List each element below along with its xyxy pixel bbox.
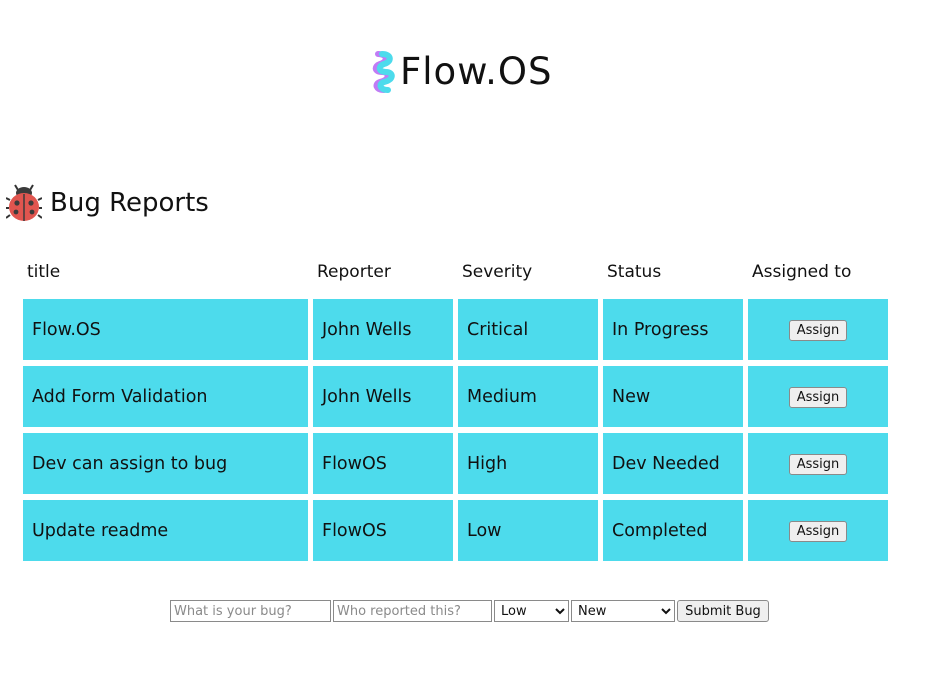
- bug-assign-cell: Assign: [748, 500, 888, 561]
- new-bug-form: Low New Submit Bug: [170, 600, 769, 622]
- bug-assign-cell: Assign: [748, 366, 888, 427]
- reporter-input[interactable]: [333, 600, 492, 622]
- bug-assign-cell: Assign: [748, 433, 888, 494]
- bug-reporter-cell: FlowOS: [313, 433, 453, 494]
- bug-status-cell: Dev Needed: [603, 433, 743, 494]
- column-header-severity: Severity: [462, 262, 533, 282]
- brand-name: Flow.OS: [400, 50, 553, 93]
- table-row: Flow.OS John Wells Critical In Progress …: [23, 299, 888, 360]
- bug-title-cell: Flow.OS: [23, 299, 308, 360]
- bug-severity-cell: High: [458, 433, 598, 494]
- bug-table: title Reporter Severity Status Assigned …: [18, 251, 893, 567]
- bug-status-cell: New: [603, 366, 743, 427]
- assign-button[interactable]: Assign: [788, 386, 848, 408]
- page-heading: Bug Reports: [6, 184, 209, 222]
- status-select[interactable]: New: [571, 600, 675, 622]
- column-header-reporter: Reporter: [317, 262, 391, 282]
- assign-button[interactable]: Assign: [788, 319, 848, 341]
- bug-status-cell: Completed: [603, 500, 743, 561]
- table-row: Dev can assign to bug FlowOS High Dev Ne…: [23, 433, 888, 494]
- assign-button[interactable]: Assign: [788, 520, 848, 542]
- table-row: Add Form Validation John Wells Medium Ne…: [23, 366, 888, 427]
- bug-title-cell: Add Form Validation: [23, 366, 308, 427]
- assign-button[interactable]: Assign: [788, 453, 848, 475]
- bug-reporter-cell: FlowOS: [313, 500, 453, 561]
- ladybug-icon: [6, 184, 42, 221]
- bug-severity-cell: Critical: [458, 299, 598, 360]
- bug-title-input[interactable]: [170, 600, 331, 622]
- flow-logo-icon: [372, 51, 395, 93]
- column-header-status: Status: [607, 262, 662, 282]
- table-row: Update readme FlowOS Low Completed Assig…: [23, 500, 888, 561]
- bug-status-cell: In Progress: [603, 299, 743, 360]
- bug-reporter-cell: John Wells: [313, 366, 453, 427]
- page-title: Bug Reports: [50, 188, 209, 218]
- column-header-title: title: [27, 262, 61, 282]
- bug-title-cell: Update readme: [23, 500, 308, 561]
- table-header-row: title Reporter Severity Status Assigned …: [23, 257, 888, 293]
- bug-assign-cell: Assign: [748, 299, 888, 360]
- bug-severity-cell: Low: [458, 500, 598, 561]
- submit-bug-button[interactable]: Submit Bug: [677, 600, 769, 622]
- bug-title-cell: Dev can assign to bug: [23, 433, 308, 494]
- bug-reporter-cell: John Wells: [313, 299, 453, 360]
- app-logo: Flow.OS: [372, 44, 552, 100]
- severity-select[interactable]: Low: [494, 600, 569, 622]
- bug-severity-cell: Medium: [458, 366, 598, 427]
- column-header-assigned: Assigned to: [752, 262, 852, 282]
